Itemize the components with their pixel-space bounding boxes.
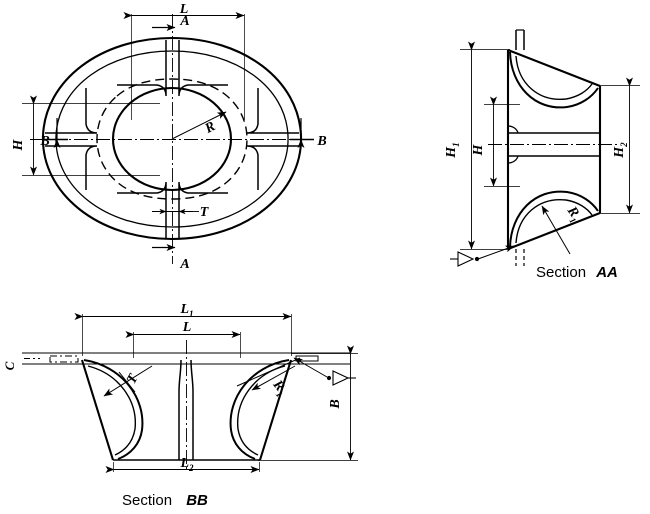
top-view-rib-left-upper [45,88,98,134]
top-view-hidden-ring [96,78,248,200]
top-view-rib-top-left [117,40,167,97]
section-aa-label-H: H [471,143,486,156]
top-view-label-H: H [11,138,26,151]
section-aa-lower-pocket-inner [515,199,593,244]
section-bb-label-R1: R1 [267,377,290,399]
section-bb-web-left [178,359,182,460]
top-view-rib-bottom-left [117,181,167,238]
section-aa-radius1-leader [541,205,571,255]
top-view-label-R: R [202,119,218,137]
section-aa-upper-pocket-inner [515,55,593,100]
top-view-inner-rim [55,50,289,228]
top-view-label-B-right: B [316,134,326,149]
top-view-label-B-left: B [39,134,49,149]
section-aa-lower-pocket-outer [509,190,599,248]
section-aa-label-R1-sub: 1 [567,216,578,225]
section-bb-label-L2: L2 [179,456,194,473]
section-bb-label-B: B [328,399,343,409]
section-aa-web-fillet-top [507,125,519,134]
section-bb-left-pocket-inner [87,365,136,456]
section-bb-right-pocket-inner [237,365,286,456]
top-view-rib-right-lower [246,145,299,190]
section-bb-thickness-leader [103,365,153,397]
section-aa-top-face [507,49,601,87]
section-aa-label-H1-sub: 1 [451,142,461,147]
section-bb-label-L1: L1 [179,302,193,319]
top-view-rib-bottom-right [178,181,228,238]
section-bb-label-L1-sub: 1 [189,309,194,319]
section-aa-bottom-stub [515,249,525,266]
section-aa-datum-triangle [457,251,475,267]
section-bb-web-right [190,359,194,460]
section-aa-datum-leader [477,245,515,260]
section-bb-right-outer-wall [258,359,293,461]
section-aa-datum-dot [474,256,480,262]
section-aa-upper-pocket-outer [509,51,599,109]
top-view-rib-left-lower [45,145,98,190]
section-aa-caption-prefix: Section [536,264,586,281]
section-bb-label-L2-main: L [179,456,189,471]
section-aa-bottom-face [507,212,601,250]
section-bb-left-pocket-outer [83,359,144,460]
section-aa-top-stub [515,30,525,50]
section-bb-left-outer-wall [80,359,115,461]
section-aa-caption: Section AA [536,264,618,281]
section-bb-radius1-leader [251,365,296,391]
top-view-label-A-bottom: A [179,257,189,272]
section-aa-label-H1-main: H [444,146,459,159]
section-aa-label-H2-main: H [612,146,627,159]
section-bb-caption: Section BB [122,492,208,509]
section-bb-label-L2-sub: 2 [188,463,194,473]
top-view-rib-top-right [178,40,228,97]
top-view [22,12,316,264]
section-bb-label-L: L [182,320,192,335]
section-bb-caption-mark: BB [186,492,208,509]
section-bb-caption-prefix: Section [122,492,172,509]
top-view-radius-leader [171,111,227,140]
section-aa-label-H2-sub: 2 [619,142,629,148]
section-bb-datum-dot [326,375,332,381]
section-bb-label-L1-main: L [179,302,189,317]
section-aa-web-fillet-bottom [507,155,519,164]
section-bb-label-R1-sub: 1 [274,389,285,399]
section-bb-view [22,313,358,473]
section-aa-caption-mark: AA [595,264,618,281]
section-bb-left-chamfer-detail [49,355,79,363]
section-bb-radius1-leader-long [236,357,301,387]
top-view-outer-outline [41,36,303,241]
section-bb-datum-leader [293,357,328,378]
top-view-label-A-top: A [179,14,189,29]
section-bb-label-C: C [2,361,17,370]
section-bb-datum-triangle [332,370,350,386]
top-view-rib-right-upper [246,88,299,134]
section-bb-thickness-leader-cross [118,371,136,393]
section-aa-view [450,29,640,267]
section-aa-label-H1: H1 [444,142,461,158]
top-view-label-T: T [200,205,210,220]
top-view-label-L: L [179,2,189,17]
section-bb-right-pocket-outer [229,359,290,460]
section-aa-label-H2: H2 [612,142,629,159]
top-view-central-bore [111,86,233,192]
section-aa-label-R1: R1 [562,203,584,225]
